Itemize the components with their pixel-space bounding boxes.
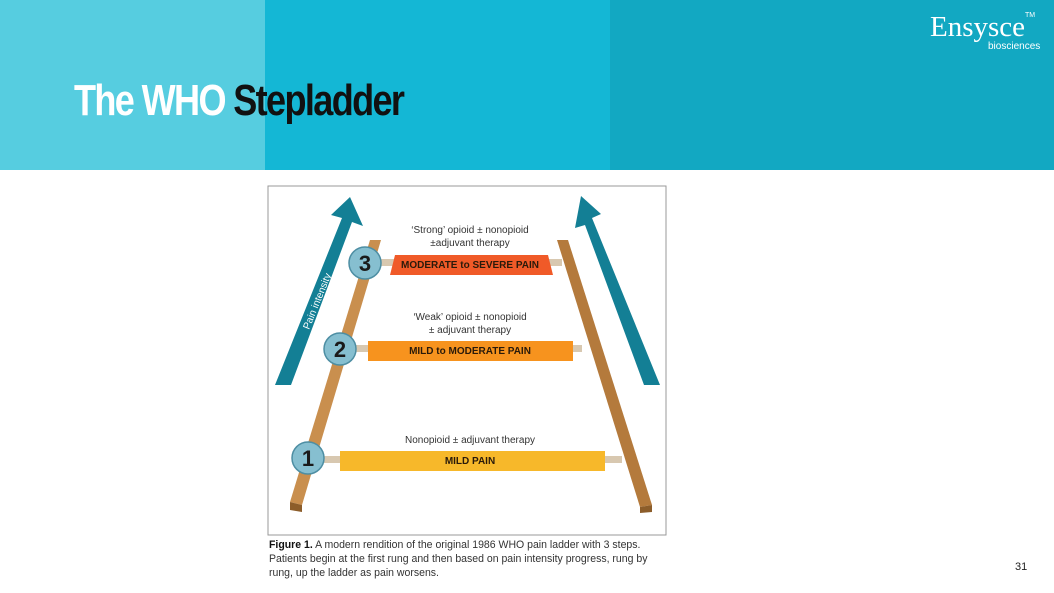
header-panel-dark — [610, 0, 1054, 170]
page-number: 31 — [1015, 561, 1028, 573]
right-rail-end — [640, 505, 652, 513]
step-2-number: 2 — [334, 337, 346, 362]
rung-1 — [340, 451, 605, 471]
step-1-circle — [291, 441, 325, 475]
caption-bold: Figure 1. — [269, 539, 313, 551]
left-rail — [290, 240, 381, 505]
step-3-number: 3 — [359, 251, 371, 276]
logo-name: Ensysce — [930, 11, 1026, 43]
logo-sub: biosciences — [988, 41, 1041, 52]
rung-1-label: MILD PAIN — [445, 456, 495, 467]
step-3-circle — [348, 246, 382, 280]
step-2-therapy-line2: ± adjuvant therapy — [429, 325, 511, 336]
step-1-number: 1 — [302, 446, 314, 471]
step-2-therapy-line1: ‘Weak’ opioid ± nonopioid — [413, 312, 526, 323]
header-panel-mid — [265, 0, 610, 170]
figure-caption: Figure 1. A modern rendition of the orig… — [269, 538, 650, 580]
rung-3-label: MODERATE to SEVERE PAIN — [401, 260, 539, 271]
right-rail — [557, 240, 652, 507]
title-part-1: The WHO — [74, 76, 227, 125]
header-panel-light — [0, 0, 265, 170]
step-1-therapy-line1: Nonopioid ± adjuvant therapy — [405, 435, 535, 446]
left-arrow-icon — [275, 197, 363, 385]
left-rail-end — [290, 502, 302, 512]
rung-3 — [390, 255, 553, 275]
logo-tm: TM — [1025, 12, 1036, 19]
caption-text: A modern rendition of the original 1986 … — [269, 539, 648, 579]
step-3-therapy-line1: ‘Strong’ opioid ± nonopioid — [411, 225, 528, 236]
ensysce-logo: EnsysceTM biosciences — [930, 11, 1040, 52]
rung-2-label: MILD to MODERATE PAIN — [409, 346, 531, 357]
step-2-circle — [323, 332, 357, 366]
right-arrow-icon — [575, 196, 660, 385]
step-3-therapy-line2: ±adjuvant therapy — [430, 238, 509, 249]
slide-title: The WHO Stepladder — [74, 76, 405, 126]
title-part-2: Stepladder — [233, 76, 405, 125]
rung-2 — [368, 341, 573, 361]
slide-header: The WHO Stepladder EnsysceTM biosciences — [0, 0, 1054, 170]
